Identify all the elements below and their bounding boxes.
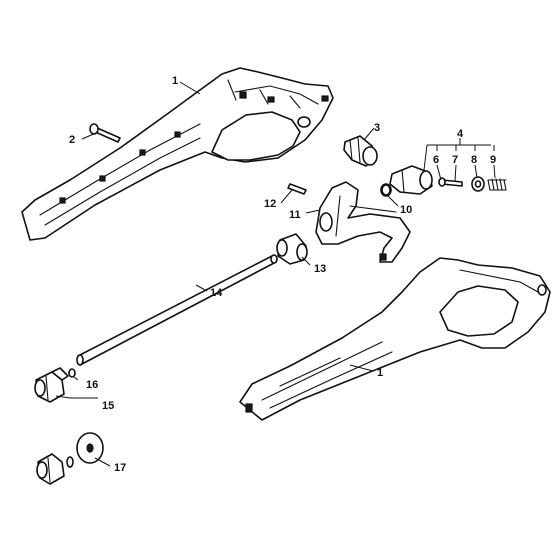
callout-labels: 1 2 3 4 6 7 8 9 10 11 12 13 14 15 16 17 … [69, 75, 496, 474]
callout-13: 13 [314, 263, 326, 275]
nozzle-coupling-part [34, 367, 69, 403]
screw-part [89, 123, 121, 143]
callout-14: 14 [210, 287, 223, 299]
small-o-ring-part [68, 368, 76, 378]
fitting-part [343, 135, 378, 167]
housing-half-lower [239, 257, 551, 421]
trigger-part [315, 181, 411, 263]
callout-1-upper: 1 [172, 75, 178, 87]
callout-11: 11 [289, 209, 301, 221]
callout-10: 10 [400, 204, 412, 216]
pin-part [287, 183, 307, 195]
housing-half-upper [21, 67, 334, 241]
callout-7: 7 [452, 154, 458, 166]
callout-6: 6 [433, 154, 439, 166]
o-ring-part [381, 184, 391, 196]
callout-15: 15 [102, 400, 114, 412]
nozzle-part [36, 453, 74, 485]
valve-pin-part [438, 177, 463, 187]
lance-tube-part [76, 254, 278, 366]
callout-16: 16 [86, 379, 98, 391]
callout-1-lower: 1 [377, 367, 383, 379]
callout-9: 9 [490, 154, 496, 166]
nozzle-disc-part [76, 432, 104, 464]
callout-17: 17 [114, 462, 126, 474]
coupling-part [276, 233, 308, 265]
leader-lines [55, 81, 496, 467]
callout-12: 12 [264, 198, 276, 210]
valve-body-part [380, 165, 433, 197]
callout-8: 8 [471, 154, 477, 166]
callout-2: 2 [69, 134, 75, 146]
valve-spring-part [487, 178, 507, 191]
callout-4: 4 [457, 128, 464, 140]
valve-seat-part [471, 176, 485, 192]
callout-3: 3 [374, 122, 380, 134]
